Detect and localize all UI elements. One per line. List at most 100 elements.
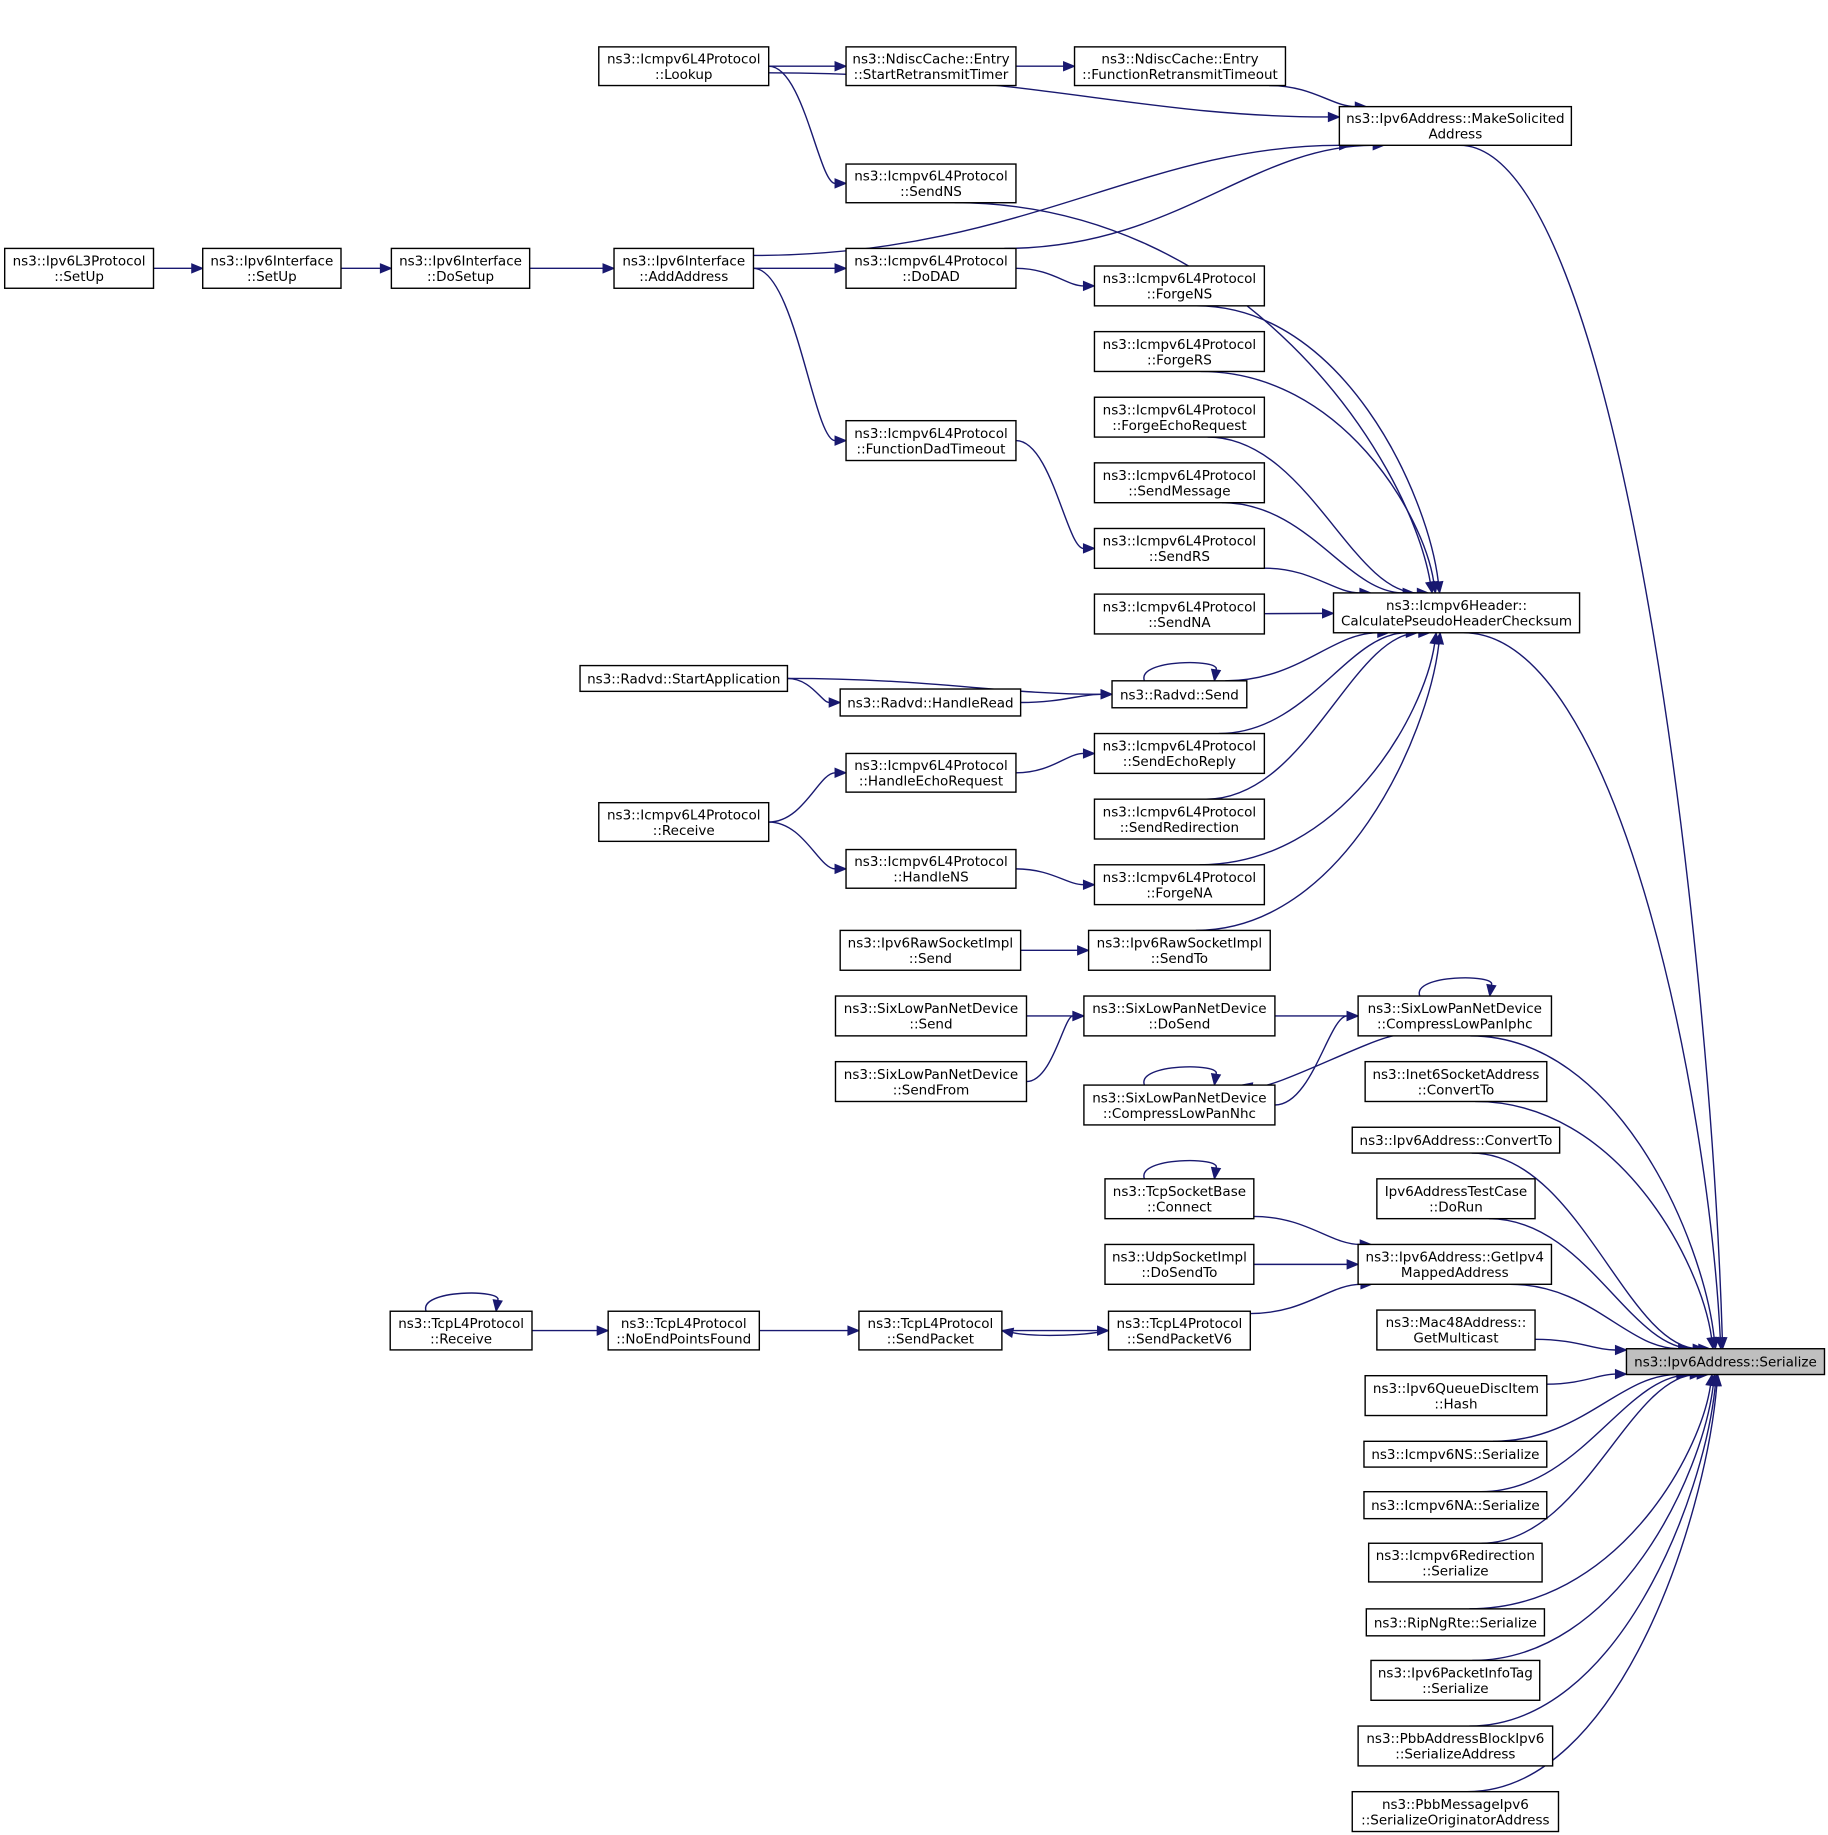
node-label-line: ns3::TcpSocketBase xyxy=(1113,1184,1246,1200)
edge-n_slcompiphc-to-n_slcompiphc xyxy=(1418,977,1497,998)
node-slcompiphc[interactable]: ns3::SixLowPanNetDevice::CompressLowPanI… xyxy=(1357,995,1553,1037)
node-label-line: ns3::Icmpv6NS::Serialize xyxy=(1371,1447,1539,1463)
node-icmpreceive[interactable]: ns3::Icmpv6L4Protocol::Receive xyxy=(598,801,770,843)
node-sendrs[interactable]: ns3::Icmpv6L4Protocol::SendRS xyxy=(1093,527,1266,570)
node-nsser[interactable]: ns3::Icmpv6NS::Serialize xyxy=(1363,1440,1548,1468)
node-label-line: ns3::Ipv6Address::GetIpv4 xyxy=(1366,1250,1544,1266)
edge-line xyxy=(1475,1100,1713,1338)
node-box xyxy=(1363,1490,1548,1520)
node-queuehash[interactable]: ns3::Ipv6QueueDiscItem::Hash xyxy=(1364,1374,1548,1417)
edge-line xyxy=(1463,632,1721,1338)
node-label-line: ::ForgeEchoRequest xyxy=(1112,418,1246,434)
node-label-line: ns3::Icmpv6L4Protocol xyxy=(607,807,761,823)
node-pbbaddr[interactable]: ns3::PbbAddressBlockIpv6::SerializeAddre… xyxy=(1357,1725,1554,1767)
node-label-line: ns3::NdiscCache::Entry xyxy=(852,51,1009,67)
node-tcpsendv6[interactable]: ns3::TcpL4Protocol::SendPacketV6 xyxy=(1107,1310,1252,1351)
edge-line xyxy=(1470,1035,1715,1338)
node-radvdread[interactable]: ns3::Radvd::HandleRead xyxy=(839,688,1022,717)
node-pbbmsg[interactable]: ns3::PbbMessageIpv6::SerializeOriginator… xyxy=(1351,1790,1560,1833)
node-tcpnoend[interactable]: ns3::TcpL4Protocol::NoEndPointsFound xyxy=(607,1310,761,1351)
node-forgens[interactable]: ns3::Icmpv6L4Protocol::ForgeNS xyxy=(1093,265,1266,307)
node-box xyxy=(1093,593,1266,635)
edge-n_addaddr-to-n_makesol xyxy=(753,140,1352,257)
node-rawsend[interactable]: ns3::Ipv6RawSocketImpl::Send xyxy=(839,929,1022,971)
node-pktinfo[interactable]: ns3::Ipv6PacketInfoTag::Serialize xyxy=(1370,1659,1541,1701)
node-sendna[interactable]: ns3::Icmpv6L4Protocol::SendNA xyxy=(1093,593,1266,635)
node-addaddr[interactable]: ns3::Ipv6Interface::AddAddress xyxy=(613,247,755,289)
node-ipv6conv[interactable]: ns3::Ipv6Address::ConvertTo xyxy=(1351,1126,1561,1154)
node-forgers[interactable]: ns3::Icmpv6L4Protocol::ForgeRS xyxy=(1093,330,1266,373)
node-startretx[interactable]: ns3::NdiscCache::Entry::StartRetransmitT… xyxy=(845,46,1017,87)
node-label-line: ns3::Ipv6Address::MakeSolicited xyxy=(1346,111,1565,127)
node-sendechoreply[interactable]: ns3::Icmpv6L4Protocol::SendEchoReply xyxy=(1093,732,1266,775)
node-tcprecv[interactable]: ns3::TcpL4Protocol::Receive xyxy=(389,1310,533,1351)
node-dosetup[interactable]: ns3::Ipv6Interface::DoSetup xyxy=(390,247,531,289)
node-forgeecho[interactable]: ns3::Icmpv6L4Protocol::ForgeEchoRequest xyxy=(1093,396,1266,438)
node-box xyxy=(598,801,770,843)
edge-arrowhead xyxy=(1327,111,1341,123)
edge-n_icmpreceive-to-n_handleecho xyxy=(768,767,848,823)
edge-n_l3setup-to-n_ifsetup xyxy=(153,263,205,274)
edge-line xyxy=(1225,632,1378,682)
edge-arrowhead xyxy=(602,263,616,274)
edge-line xyxy=(1200,370,1435,583)
node-box xyxy=(1357,1243,1553,1285)
node-sendns[interactable]: ns3::Icmpv6L4Protocol::SendNS xyxy=(845,163,1017,204)
node-testdorun[interactable]: Ipv6AddressTestCase::DoRun xyxy=(1376,1178,1536,1220)
edge-n_makesol-to-n_serialize xyxy=(1459,144,1728,1351)
node-sendmsg[interactable]: ns3::Icmpv6L4Protocol::SendMessage xyxy=(1093,462,1266,504)
node-radvdsend[interactable]: ns3::Radvd::Send xyxy=(1111,680,1248,709)
node-calcpseudo[interactable]: ns3::Icmpv6Header::CalculatePseudoHeader… xyxy=(1332,592,1581,634)
node-label-line: ns3::Ipv6QueueDiscItem xyxy=(1373,1381,1539,1397)
edge-n_getipv4-to-n_serialize xyxy=(1510,1283,1691,1354)
node-redirser[interactable]: ns3::Icmpv6Redirection::Serialize xyxy=(1367,1542,1543,1583)
edge-line xyxy=(1143,661,1217,682)
node-slcompnhc[interactable]: ns3::SixLowPanNetDevice::CompressLowPanN… xyxy=(1083,1084,1276,1126)
edge-line xyxy=(1546,1373,1616,1385)
node-handlens[interactable]: ns3::Icmpv6L4Protocol::HandleNS xyxy=(845,848,1017,889)
node-sendredir[interactable]: ns3::Icmpv6L4Protocol::SendRedirection xyxy=(1093,798,1266,840)
edge-line xyxy=(1481,1373,1698,1544)
node-slsendfrom[interactable]: ns3::SixLowPanNetDevice::SendFrom xyxy=(834,1060,1028,1103)
node-naser[interactable]: ns3::Icmpv6NA::Serialize xyxy=(1363,1490,1548,1520)
edge-arrowhead xyxy=(1077,945,1090,956)
node-serialize[interactable]: ns3::Ipv6Address::Serialize xyxy=(1625,1348,1826,1376)
node-dodad[interactable]: ns3::Icmpv6L4Protocol::DoDAD xyxy=(845,247,1017,289)
edge-line xyxy=(1015,752,1084,774)
node-sldosend[interactable]: ns3::SixLowPanNetDevice::DoSend xyxy=(1083,995,1276,1037)
node-udpdosend[interactable]: ns3::UdpSocketImpl::DoSendTo xyxy=(1104,1243,1255,1285)
edge-line xyxy=(1269,84,1356,108)
node-label-line: ::SendPacket xyxy=(887,1331,974,1347)
node-l3setup[interactable]: ns3::Ipv6L3Protocol::SetUp xyxy=(3,247,155,289)
edge-arrowhead xyxy=(1210,1166,1222,1181)
edge-n_tcpconnect-to-n_getipv4 xyxy=(1253,1215,1373,1250)
edge-n_tcpsendpkt-to-n_tcpsendv6 xyxy=(1001,1325,1110,1336)
node-box xyxy=(3,247,155,289)
edge-arrowhead xyxy=(1082,748,1096,759)
node-mac48[interactable]: ns3::Mac48Address::GetMulticast xyxy=(1376,1309,1536,1351)
node-label-line: ns3::TcpL4Protocol xyxy=(868,1316,994,1332)
node-funcdad[interactable]: ns3::Icmpv6L4Protocol::FunctionDadTimeou… xyxy=(845,419,1017,462)
edge-arrowhead xyxy=(834,60,848,72)
node-label-line: ::Hash xyxy=(1434,1396,1477,1412)
edge-arrowhead xyxy=(1082,280,1096,292)
node-label-line: ns3::Icmpv6L4Protocol xyxy=(1103,468,1257,484)
node-tcpsendpkt[interactable]: ns3::TcpL4Protocol::SendPacket xyxy=(858,1310,1003,1351)
node-tcpconnect[interactable]: ns3::TcpSocketBase::Connect xyxy=(1104,1178,1255,1220)
node-funcretx[interactable]: ns3::NdiscCache::Entry::FunctionRetransm… xyxy=(1073,46,1287,87)
edge-line xyxy=(1472,1385,1714,1662)
node-slsend[interactable]: ns3::SixLowPanNetDevice::Send xyxy=(834,995,1028,1037)
node-rawsendto[interactable]: ns3::Ipv6RawSocketImpl::SendTo xyxy=(1087,929,1271,971)
edge-n_tcprecv-to-n_tcprecv xyxy=(425,1292,503,1313)
node-ripser[interactable]: ns3::RipNgRte::Serialize xyxy=(1365,1608,1546,1637)
node-box xyxy=(202,247,342,289)
edge-n_queuehash-to-n_serialize xyxy=(1546,1368,1628,1385)
node-forgena[interactable]: ns3::Icmpv6L4Protocol::ForgeNA xyxy=(1093,864,1266,906)
node-ifsetup[interactable]: ns3::Ipv6Interface::SetUp xyxy=(202,247,342,289)
node-inet6conv[interactable]: ns3::Inet6SocketAddress::ConvertTo xyxy=(1364,1060,1548,1103)
node-radvdstart[interactable]: ns3::Radvd::StartApplication xyxy=(579,664,789,693)
node-handleecho[interactable]: ns3::Icmpv6L4Protocol::HandleEchoRequest xyxy=(845,752,1017,793)
node-lookup[interactable]: ns3::Icmpv6L4Protocol::Lookup xyxy=(598,46,770,87)
